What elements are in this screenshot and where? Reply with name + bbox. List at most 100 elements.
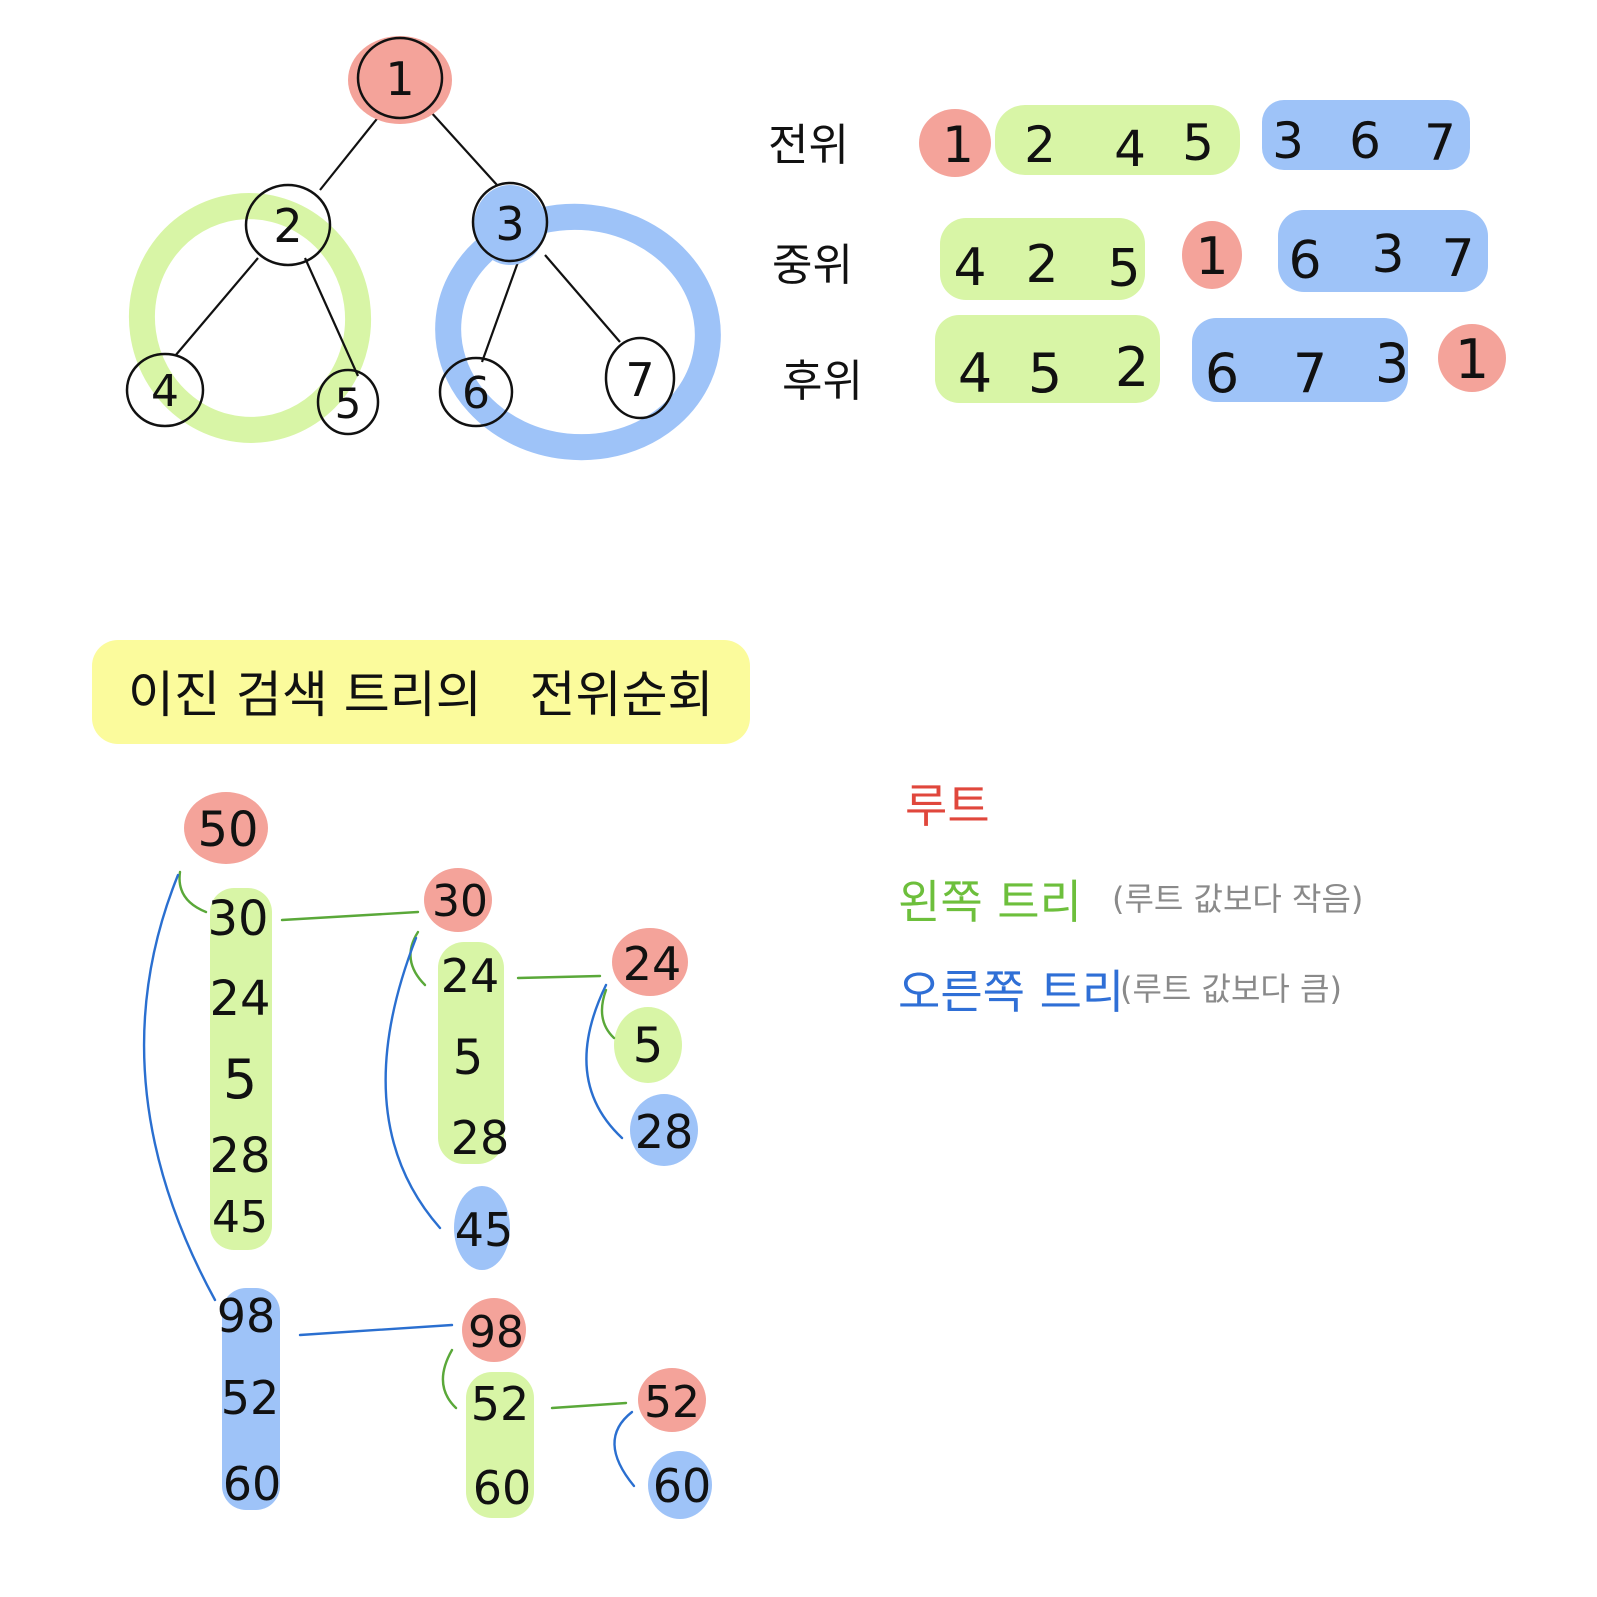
bst-node-root: 24 [623,937,682,991]
tree-node-label: 3 [495,197,524,251]
tree-node-label: 4 [151,366,179,417]
seq-item: 5 [1028,342,1062,405]
right-subtree-highlight [435,203,721,461]
seq-item: 4 [953,238,986,298]
col3b-right-bg [648,1451,712,1519]
traversal-label: 중위 [772,240,853,291]
edge-2-4 [174,257,259,357]
bst-column-2a: 30 24 5 28 45 [432,876,513,1257]
tree-node-1: 1 [348,36,452,124]
left-subtree-highlight [128,193,372,443]
tree-node-5: 5 [316,368,380,436]
bst-node-left: 24 [209,971,270,1027]
legend: 루트 왼쪽 트리 (루트 값보다 작음) 오른쪽 트리 (루트 값보다 큼) [898,779,1363,1019]
legend-root: 루트 [905,779,990,833]
bst-node-right: 28 [635,1105,694,1159]
tree-node-2: 2 [244,183,332,267]
bst-column-3b: 52 60 [644,1377,711,1513]
traversal-row-postorder: 후위 4 5 2 6 7 3 1 [782,315,1506,407]
bst-node-root: 98 [468,1307,524,1358]
bst-node-left: 28 [451,1111,510,1165]
traversal-row-preorder: 전위 1 2 4 5 3 6 7 [768,100,1470,178]
bst-node-left: 60 [473,1461,532,1515]
col1-left-bg [210,888,272,1250]
group-left-bg [940,218,1145,300]
seq-item: 6 [1288,231,1321,291]
tree-node-6: 6 [438,356,514,428]
seq-item: 3 [1371,225,1404,285]
bst-node-left: 30 [207,891,268,947]
tree-node-label: 6 [462,368,490,419]
col3a-root-bg [612,928,688,996]
connector-right-col2a [384,936,442,1230]
bst-node-left: 5 [453,1030,484,1086]
group-left-bg [995,105,1240,175]
seq-item: 7 [1441,229,1474,289]
col1-right-bg [222,1288,280,1510]
bst-column-1: 50 30 24 5 28 45 98 52 60 [197,802,281,1511]
col2b-left-bg [466,1372,534,1518]
bst-node-root: 52 [644,1377,700,1428]
seq-item: 1 [1455,328,1489,391]
seq-item: 7 [1424,114,1456,172]
bst-node-left: 24 [441,949,500,1003]
connector-right-col3a [585,983,624,1140]
bst-node-right: 98 [217,1289,276,1343]
connector-right-col1 [142,873,217,1302]
bst-node-left: 28 [209,1128,270,1184]
traversal-label: 후위 [782,356,863,407]
connector-30 [280,910,420,922]
connector-left-col2b [441,1348,458,1410]
bst-node-left: 5 [223,1048,257,1111]
tree-node-label: 7 [625,353,654,407]
legend-left: 왼쪽 트리 [898,875,1082,929]
seq-item: 4 [1114,120,1146,178]
bst-column-2b: 98 52 60 [468,1307,531,1515]
col2a-right-bg [454,1186,510,1270]
edge-3-7 [544,254,621,343]
connector-right-col3b [613,1410,636,1488]
col1-root-bg [184,792,268,864]
connector-24 [516,974,602,980]
binary-tree: 1 2 3 4 5 6 7 [125,36,721,461]
seq-item: 6 [1205,342,1239,405]
traversal-label: 전위 [768,120,849,171]
legend-right: 오른쪽 트리 [898,965,1124,1019]
col2b-root-bg [462,1298,526,1362]
group-root-bg [1182,221,1242,289]
edge-1-2 [319,114,381,191]
group-root-bg [1438,324,1506,392]
seq-item: 7 [1293,342,1327,405]
group-right-bg [1192,318,1408,402]
bst-node-left: 52 [471,1377,530,1431]
tree-node-label: 2 [273,199,302,253]
seq-item: 3 [1272,112,1304,170]
tree-node-7: 7 [604,336,676,420]
bst-column-3a: 24 5 28 [623,937,694,1159]
bst-title-banner: 이진 검색 트리의 전위순회 [92,640,750,744]
connector-left-col3a [600,988,616,1040]
group-root-bg [919,109,991,177]
seq-item: 2 [1115,336,1149,399]
connector-98 [298,1323,454,1337]
seq-item: 2 [1025,235,1058,295]
bst-node-right: 45 [455,1203,514,1257]
bst-node-root: 30 [432,876,488,927]
bst-node-right: 52 [221,1371,280,1425]
seq-item: 1 [942,116,974,174]
tree-node-label: 1 [385,52,414,106]
tree-node-4: 4 [125,352,205,428]
bst-node-right: 60 [223,1457,282,1511]
seq-item: 4 [958,342,992,405]
seq-item: 6 [1349,112,1381,170]
group-right-bg [1262,100,1470,170]
bst-node-left: 5 [633,1018,664,1074]
seq-item: 1 [1195,227,1228,287]
connector-left-col1 [178,870,208,914]
tree-node-label: 5 [335,379,362,428]
seq-item: 3 [1375,332,1409,395]
connector-52 [550,1401,628,1410]
traversal-row-inorder: 중위 4 2 5 1 6 3 7 [772,210,1488,300]
col2a-left-bg [438,942,504,1164]
